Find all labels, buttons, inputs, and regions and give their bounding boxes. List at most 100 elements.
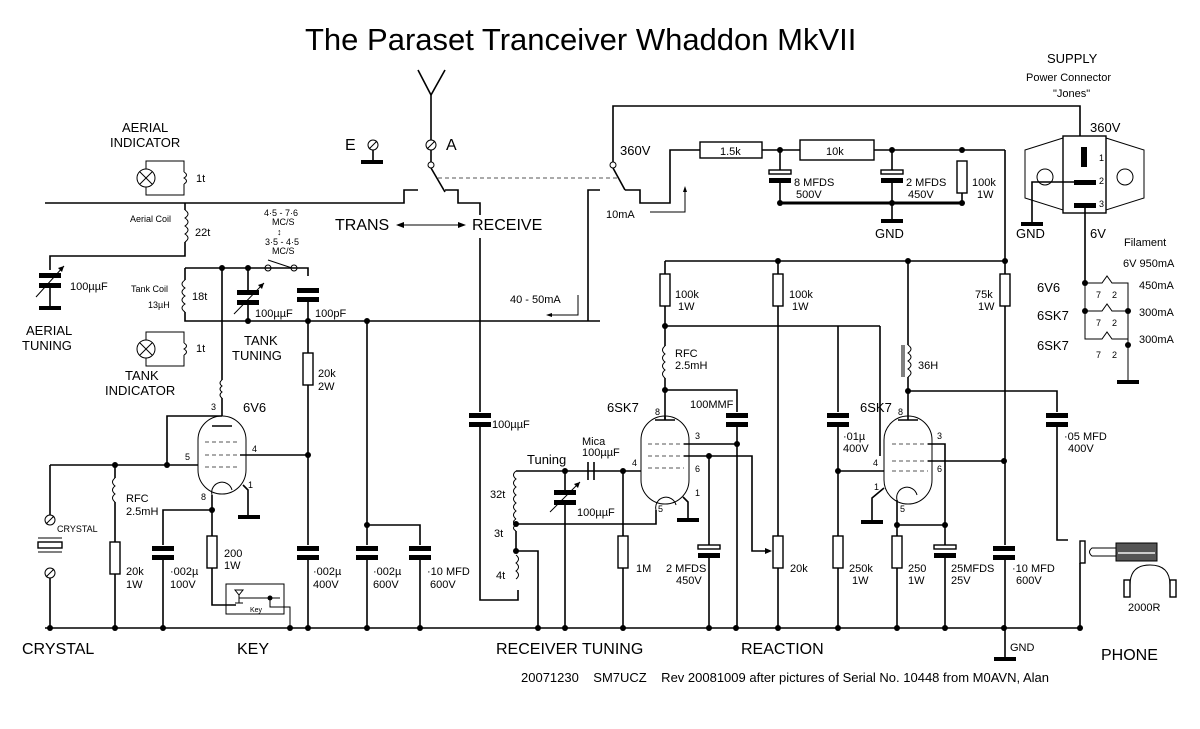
section-key: KEY xyxy=(237,641,269,658)
section-crystal: CRYSTAL xyxy=(22,641,94,658)
tube-6sk7-audio xyxy=(861,261,1068,628)
tx-screen-cap-value: ·002µ xyxy=(313,566,342,578)
rx2-grid-resistor-value: 250k xyxy=(849,563,873,575)
aerial-indicator-turns: 1t xyxy=(196,173,205,185)
band-switch-arrow-icon: ↕ xyxy=(277,227,282,237)
6v6-pin-1: 1 xyxy=(248,480,253,490)
rx2-cathode-cap-value: 25MFDS xyxy=(951,563,994,575)
power-connector[interactable] xyxy=(1021,135,1145,283)
6v6-pin-4: 4 xyxy=(252,444,257,454)
rx1-plate-resistor-value: 100k xyxy=(675,289,699,301)
heater1-pin-7: 7 xyxy=(1096,290,1101,300)
diagram-title: The Paraset Tranceiver Whaddon MkVII xyxy=(305,22,856,57)
rx2-pin-6: 6 xyxy=(937,464,942,474)
tank-coil-inductance: 13µH xyxy=(148,300,170,310)
band-high-unit: MC/S xyxy=(272,217,295,227)
6v6-pin-5: 5 xyxy=(185,452,190,462)
heater-tube-1: 6V6 xyxy=(1037,280,1060,295)
supply-6v-label: 6V xyxy=(1090,226,1106,241)
morse-key[interactable] xyxy=(225,583,291,628)
tx-bypass1-value: ·002µ xyxy=(373,566,402,578)
heater1-pin-2: 2 xyxy=(1112,290,1117,300)
supply-title: SUPPLY xyxy=(1047,51,1098,66)
aerial-coil-label: Aerial Coil xyxy=(130,214,171,224)
heater-chain xyxy=(1082,275,1139,384)
tx-screen-capacitor xyxy=(297,546,319,628)
heater3-pin-7: 7 xyxy=(1096,350,1101,360)
band-switch[interactable] xyxy=(264,259,298,272)
section-receiver-tuning: RECEIVER TUNING xyxy=(496,641,643,658)
connector-pin-2: 2 xyxy=(1099,176,1104,186)
bleeder-resistor-power: 1W xyxy=(977,189,994,201)
rx-screen-cap-value: 2 MFDS xyxy=(666,563,706,575)
rx2-coupling-cap-value: ·01µ xyxy=(843,431,866,443)
section-reaction: REACTION xyxy=(741,641,824,658)
rx1-plate-resistor-power: 1W xyxy=(678,301,695,313)
tr-switch xyxy=(45,167,620,215)
rx2-cathode-resistor-value: 250 xyxy=(908,563,926,575)
decouple-cap-value: ·10 MFD xyxy=(1012,563,1055,575)
crystal-component-label: CRYSTAL xyxy=(57,524,98,534)
rx2-pin-8: 8 xyxy=(898,407,903,417)
aerial-terminal xyxy=(425,139,437,169)
tx-screen-cap-voltage: 400V xyxy=(313,579,339,591)
tank-coil-turns: 18t xyxy=(192,291,207,303)
tube-6v6-label: 6V6 xyxy=(243,400,266,415)
tx-cathode-resistor xyxy=(206,510,236,606)
rx1-pin-5: 5 xyxy=(658,504,663,514)
footer-credits: 20071230 SM7UCZ Rev 20081009 after pictu… xyxy=(521,670,1049,685)
filament-label: Filament xyxy=(1124,237,1166,249)
tx-rfc-value: 2.5mH xyxy=(126,506,158,518)
output-cap-value: ·05 MFD xyxy=(1064,431,1107,443)
switch-10ma-label: 10mA xyxy=(606,209,635,221)
rx-grid-leak-value: 1M xyxy=(636,563,651,575)
tank-coil xyxy=(181,265,600,380)
rx2-plate-resistor-power: 1W xyxy=(792,301,809,313)
aerial-indicator-title-1: AERIAL xyxy=(122,120,168,135)
tank-indicator-lamp-icon xyxy=(136,331,187,367)
band-low-range: 3·5 - 4·5 xyxy=(265,237,299,247)
rx1-pin-4: 4 xyxy=(632,458,637,468)
mica-value: 100µµF xyxy=(582,447,620,459)
receive-label: RECEIVE xyxy=(472,217,542,234)
rx1-pin-3: 3 xyxy=(695,431,700,441)
heater2-pin-2: 2 xyxy=(1112,318,1117,328)
rx2-screen-network xyxy=(993,261,1016,661)
tx-bypass1-voltage: 600V xyxy=(373,579,399,591)
rx-coil-turns-3: 3t xyxy=(494,528,503,540)
tx-screen-resistor-power: 2W xyxy=(318,381,335,393)
rx1-pin-8: 8 xyxy=(655,407,660,417)
heater-tube-2: 6SK7 xyxy=(1037,308,1069,323)
headphones-icon xyxy=(1123,564,1177,598)
rx-rfc-value: 2.5mH xyxy=(675,360,707,372)
tube-6sk7-detector-label: 6SK7 xyxy=(607,400,639,415)
supply-connector-label: Power Connector xyxy=(1026,72,1111,84)
rx1-pin-6: 6 xyxy=(695,464,700,474)
tx-bypass2-value: ·10 MFD xyxy=(427,566,470,578)
heater-current-1: 450mA xyxy=(1139,280,1175,292)
rx2-pin-1: 1 xyxy=(874,482,879,492)
rx2-grid-network xyxy=(827,326,884,628)
filter-cap-1-voltage: 500V xyxy=(796,189,822,201)
tuning-label: Tuning xyxy=(527,452,566,467)
heater-current-2: 300mA xyxy=(1139,307,1175,319)
connector-pin-3: 3 xyxy=(1099,199,1104,209)
tank-tuning-cap-value: 100µµF xyxy=(255,308,293,320)
phone-jack-icon[interactable] xyxy=(1079,540,1158,628)
tank-tuning-capacitor xyxy=(233,282,265,315)
reaction-potentiometer[interactable] xyxy=(772,261,784,628)
earth-label: E xyxy=(345,137,356,154)
mica-label: Mica xyxy=(582,436,606,448)
heater3-pin-2: 2 xyxy=(1112,350,1117,360)
rx-rfc-label: RFC xyxy=(675,348,698,360)
6v6-pin-8: 8 xyxy=(201,492,206,502)
connector-pin-1: 1 xyxy=(1099,153,1104,163)
tx-cathode-resistor-power: 1W xyxy=(224,560,241,572)
bleeder-resistor-value: 100k xyxy=(972,177,996,189)
tank-tuning-title-2: TUNING xyxy=(232,348,282,363)
tank-indicator-title-2: INDICATOR xyxy=(105,383,175,398)
tube-6sk7-detector xyxy=(516,415,772,554)
switch-360v-label: 360V xyxy=(620,143,651,158)
filament-total: 6V 950mA xyxy=(1123,258,1175,270)
rx2-screen-resistor-value: 75k xyxy=(975,289,993,301)
